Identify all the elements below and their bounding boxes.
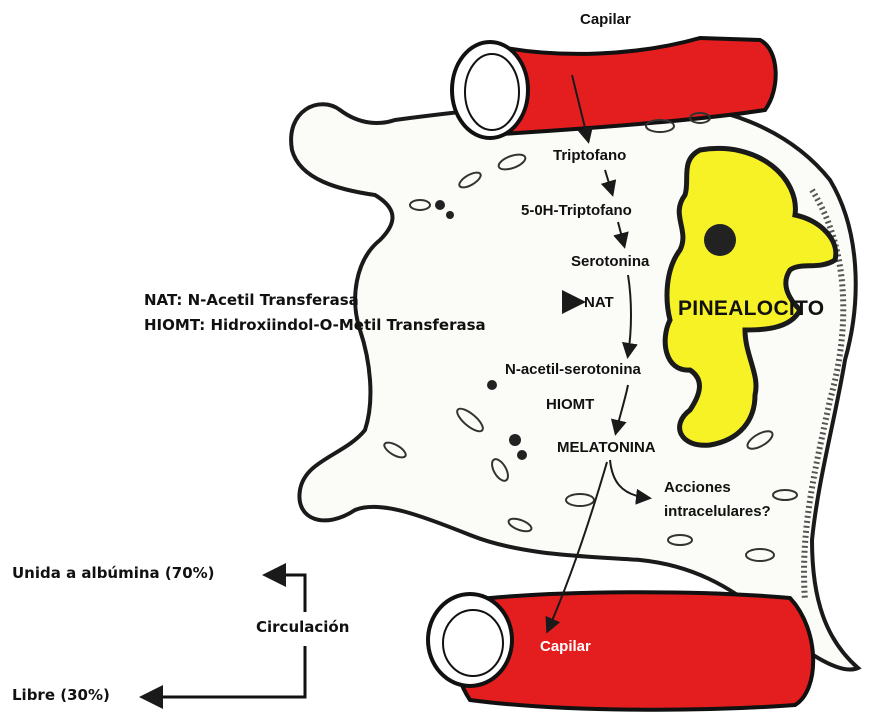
capillary-bottom <box>428 592 813 710</box>
tryptophan-label: Triptofano <box>553 147 626 164</box>
legend-hiomt: HIOMT: Hidroxiindol-O-Metil Transferasa <box>144 316 486 334</box>
circulation-arrows <box>145 575 305 697</box>
pinealocyte-label: PINEALOCITO <box>678 297 824 321</box>
hiomt-label: HIOMT <box>546 396 594 413</box>
nat-label: NAT <box>584 294 614 311</box>
melatonin-label: MELATONINA <box>557 439 656 456</box>
5oh-tryptophan-label: 5-0H-Triptofano <box>521 202 632 219</box>
capillary-bottom-label: Capilar <box>540 638 591 655</box>
intracellular-actions-label-line1: Acciones <box>664 479 731 496</box>
intracellular-actions-label-line2: intracelulares? <box>664 503 771 520</box>
n-acetyl-serotonin-label: N-acetil-serotonina <box>505 361 641 378</box>
capillary-top-label: Capilar <box>580 11 631 28</box>
serotonin-label: Serotonina <box>571 253 649 270</box>
albumin-bound-label: Unida a albúmina (70%) <box>12 564 215 582</box>
legend-nat: NAT: N-Acetil Transferasa <box>144 291 359 309</box>
nucleolus <box>704 224 736 256</box>
arrow-to-bound <box>268 575 305 612</box>
arrow-to-free <box>145 646 305 697</box>
circulation-label: Circulación <box>256 618 349 636</box>
free-fraction-label: Libre (30%) <box>12 686 110 704</box>
